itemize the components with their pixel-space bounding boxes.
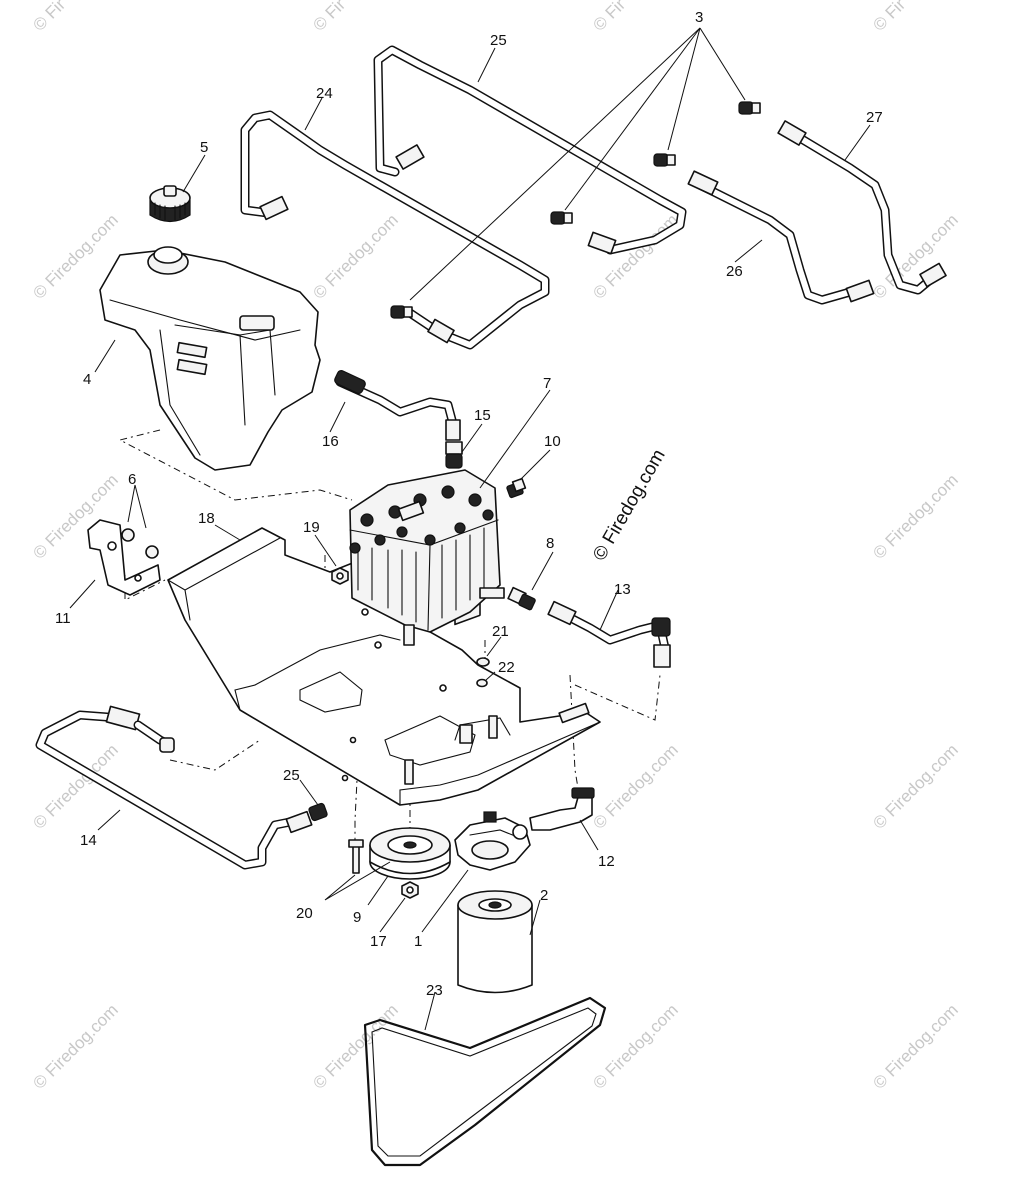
hydraulic-pump bbox=[349, 469, 505, 646]
callout-25-lower: 25 bbox=[283, 767, 300, 784]
fitting-10 bbox=[506, 477, 527, 499]
callout-22: 22 bbox=[498, 659, 515, 676]
main-watermark: © Firedog.com bbox=[589, 446, 670, 565]
watermark-tile: © Firedog.com bbox=[589, 740, 681, 832]
callout-4: 4 bbox=[83, 371, 91, 388]
hydraulic-line-24 bbox=[240, 110, 550, 350]
elbow-fitting-12 bbox=[529, 787, 595, 831]
hydraulic-line-26 bbox=[687, 170, 875, 305]
bracket-11 bbox=[87, 519, 161, 596]
watermark-tile: © Firedog.com bbox=[869, 470, 961, 562]
callout-2: 2 bbox=[540, 887, 548, 904]
callout-17: 17 bbox=[370, 933, 387, 950]
callout-10: 10 bbox=[544, 433, 561, 450]
nut-19 bbox=[331, 567, 349, 585]
drive-belt bbox=[363, 996, 607, 1167]
callout-27: 27 bbox=[866, 109, 883, 126]
nut-17 bbox=[401, 881, 419, 899]
callout-13: 13 bbox=[614, 581, 631, 598]
callout-16: 16 bbox=[322, 433, 339, 450]
hydraulic-line-25 bbox=[373, 45, 687, 255]
hydraulic-line-27 bbox=[777, 120, 947, 295]
hydraulic-reservoir bbox=[99, 246, 321, 471]
callout-23: 23 bbox=[426, 982, 443, 999]
callout-6: 6 bbox=[128, 471, 136, 488]
hydraulic-line-13 bbox=[547, 600, 671, 668]
washer-22 bbox=[476, 678, 488, 688]
callout-26: 26 bbox=[726, 263, 743, 280]
callout-21: 21 bbox=[492, 623, 509, 640]
watermark-tile: © Firedog.com bbox=[309, 210, 401, 302]
callout-9: 9 bbox=[353, 909, 361, 926]
callout-8: 8 bbox=[546, 535, 554, 552]
callout-18: 18 bbox=[198, 510, 215, 527]
callout-19: 19 bbox=[303, 519, 320, 536]
callout-11: 11 bbox=[55, 610, 71, 627]
fitting-25 bbox=[285, 802, 328, 834]
watermark-tile: © Firedog.com bbox=[869, 1000, 961, 1092]
watermark-tile: © Fir bbox=[589, 0, 629, 35]
callout-7: 7 bbox=[543, 375, 551, 392]
watermark-tile: © Fir bbox=[309, 0, 349, 35]
callout-12: 12 bbox=[598, 853, 615, 870]
callout-20: 20 bbox=[296, 905, 313, 922]
washer-21 bbox=[476, 657, 490, 667]
filter-head bbox=[454, 811, 531, 871]
stud-bolt bbox=[404, 715, 498, 785]
bolt-20 bbox=[348, 839, 364, 874]
callout-1: 1 bbox=[414, 933, 422, 950]
oil-filter bbox=[457, 890, 533, 994]
callout-3: 3 bbox=[695, 9, 703, 26]
suction-hose-16 bbox=[334, 370, 461, 441]
callout-labels: 3 25 24 27 5 26 4 7 15 16 10 6 18 19 8 1… bbox=[55, 9, 883, 999]
watermark-tile: © Fir bbox=[869, 0, 909, 35]
reservoir-cap bbox=[149, 185, 191, 223]
watermark-tile: © Firedog.com bbox=[869, 740, 961, 832]
main-watermark-text: © Firedog.com bbox=[589, 446, 670, 565]
fitting-15 bbox=[445, 441, 463, 469]
callout-24: 24 bbox=[316, 85, 333, 102]
fitting-3 bbox=[390, 101, 761, 319]
hydraulic-line-14 bbox=[35, 705, 295, 870]
pulley bbox=[369, 827, 451, 880]
watermark-tile: © Firedog.com bbox=[589, 210, 681, 302]
callout-15: 15 bbox=[474, 407, 491, 424]
fitting-8 bbox=[507, 586, 536, 611]
callout-5: 5 bbox=[200, 139, 208, 156]
watermark-tile: © Fir bbox=[29, 0, 69, 35]
callout-14: 14 bbox=[80, 832, 97, 849]
watermark-tile: © Firedog.com bbox=[309, 1000, 401, 1092]
watermark-tile: © Firedog.com bbox=[29, 1000, 121, 1092]
callout-25: 25 bbox=[490, 32, 507, 49]
callout-leaders bbox=[69, 27, 871, 1031]
